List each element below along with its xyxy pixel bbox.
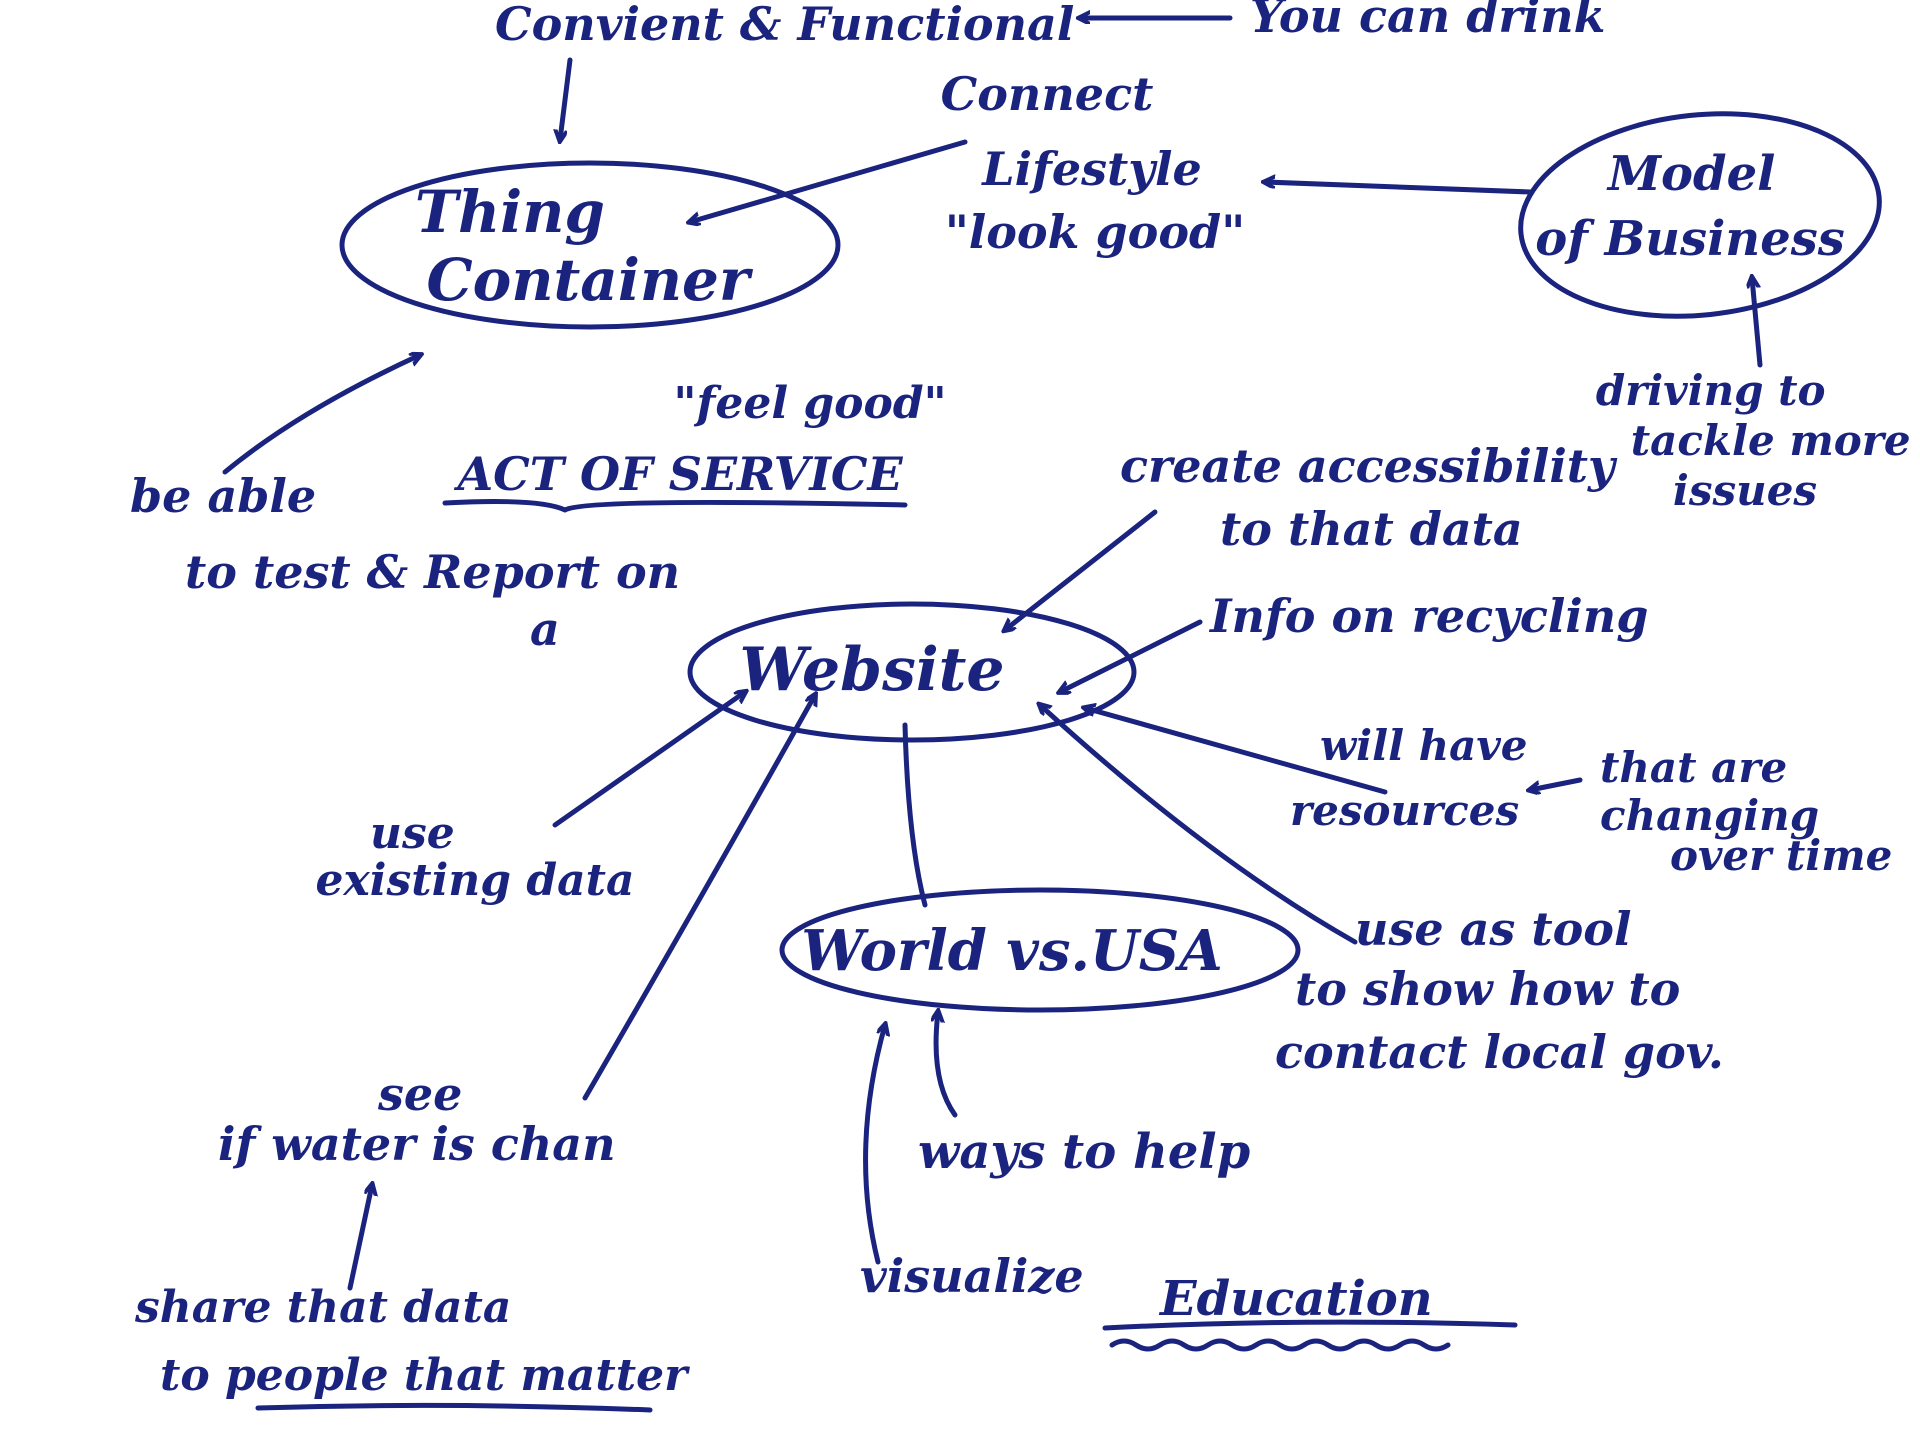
arrow-create-accessibility-to-website [1005, 509, 1158, 630]
changing-over-time-note: that are changing over time [1600, 743, 1892, 880]
arrow-connect-lifestyle-to-thing-container [690, 139, 968, 222]
feel-good-note: "feel good" [673, 378, 946, 429]
use-as-tool-note: use as tool to show how to contact local… [1275, 902, 1724, 1079]
education-squiggle [1109, 1338, 1451, 1352]
use-existing-data-note: use existing data [316, 808, 635, 906]
arrow-ways-to-help-to-world-usa [936, 1012, 958, 1118]
education-underline [1102, 1319, 1518, 1331]
arrow-resources-to-website [1085, 708, 1388, 795]
arrow-use-tool-to-website [1040, 705, 1358, 945]
arrow-visualize-to-world-usa [863, 1025, 885, 1265]
convient-functional-note: Convient & Functional [495, 0, 1074, 51]
model-of-business-oval [1518, 111, 1882, 319]
arrow-convient-to-thing-container [560, 57, 573, 140]
line-website-to-world-usa [902, 722, 928, 908]
website-oval [687, 601, 1137, 743]
arrow-see-water-to-website [582, 695, 815, 1101]
visualize-note: visualize [860, 1249, 1084, 1303]
thing-container-label: Thing Container [415, 178, 754, 314]
arrow-existing-data-to-website [552, 692, 745, 828]
share-data-note: share that data to people that matter [134, 1282, 690, 1401]
driving-issues-note: driving to tackle more issues [1596, 366, 1920, 515]
thing-container-oval [339, 160, 841, 330]
see-water-note: see if water is chan [218, 1067, 616, 1171]
arrow-be-able-to-thing-container [222, 355, 420, 475]
model-of-business-label: Model of Business [1535, 146, 1845, 267]
website-label: Website [739, 635, 1004, 705]
create-accessibility-note: create accessibility to that data [1120, 439, 1631, 556]
world-usa-label: World vs.USA [801, 918, 1222, 984]
info-recycling-note: Info on recycling [1208, 589, 1648, 643]
world-usa-oval [779, 887, 1301, 1013]
arrow-share-data-to-see-water [347, 1185, 372, 1291]
people-that-matter-underline [255, 1402, 653, 1413]
you-can-drink-note: You can drink [1250, 0, 1605, 43]
act-of-service-note: ACT OF SERVICE [453, 447, 903, 501]
arrow-driving-to-model-business [1752, 278, 1763, 368]
arrow-changing-to-resources [1530, 777, 1583, 790]
ways-to-help-note: ways to help [918, 1124, 1250, 1180]
arrow-model-business-to-lifestyle [1265, 182, 1533, 195]
be-able-note: be able to test & Report on a [130, 469, 696, 656]
arrow-info-recycling-to-website [1060, 619, 1203, 692]
will-have-resources-note: will have resources [1290, 721, 1542, 835]
education-note: Education [1158, 1271, 1433, 1327]
act-of-service-underline [442, 499, 908, 513]
connect-lifestyle-note: Connect Lifestyle "look good" [941, 67, 1246, 259]
